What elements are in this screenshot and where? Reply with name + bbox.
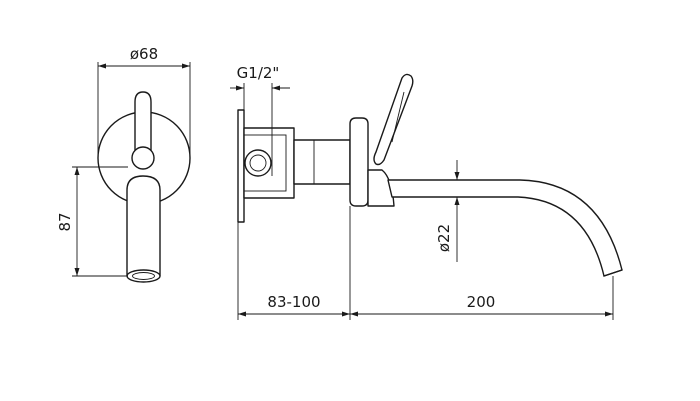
dim-bottom: 83-100 200	[237, 206, 614, 320]
spout-front	[126, 175, 161, 277]
wall-plate	[237, 109, 245, 223]
dim-thread: G1/2"	[230, 64, 290, 176]
connection-inner	[249, 154, 267, 172]
side-view	[237, 73, 623, 277]
extension-tube	[293, 139, 351, 185]
front-view	[97, 91, 191, 283]
spout-outlet-inner	[132, 272, 155, 280]
spout-outlet	[126, 269, 161, 283]
dim-height: 87	[56, 166, 128, 277]
label-thread: G1/2"	[237, 64, 280, 82]
label-rosette-diameter: ø68	[130, 45, 158, 63]
lever-handle-side	[373, 73, 414, 166]
label-height: 87	[56, 212, 74, 231]
dim-spout-diameter: ø22	[435, 160, 460, 262]
spout-side	[387, 179, 623, 277]
label-wall-depth: 83-100	[267, 293, 320, 311]
valve-body-inner	[243, 134, 287, 192]
dim-rosette-diameter: ø68	[97, 45, 191, 158]
hub-circle	[131, 146, 155, 170]
label-spout-diameter: ø22	[435, 224, 453, 252]
spout-tip	[603, 269, 623, 277]
rosette-side	[349, 117, 369, 207]
connection-circle	[244, 149, 272, 177]
label-spout-length: 200	[467, 293, 496, 311]
